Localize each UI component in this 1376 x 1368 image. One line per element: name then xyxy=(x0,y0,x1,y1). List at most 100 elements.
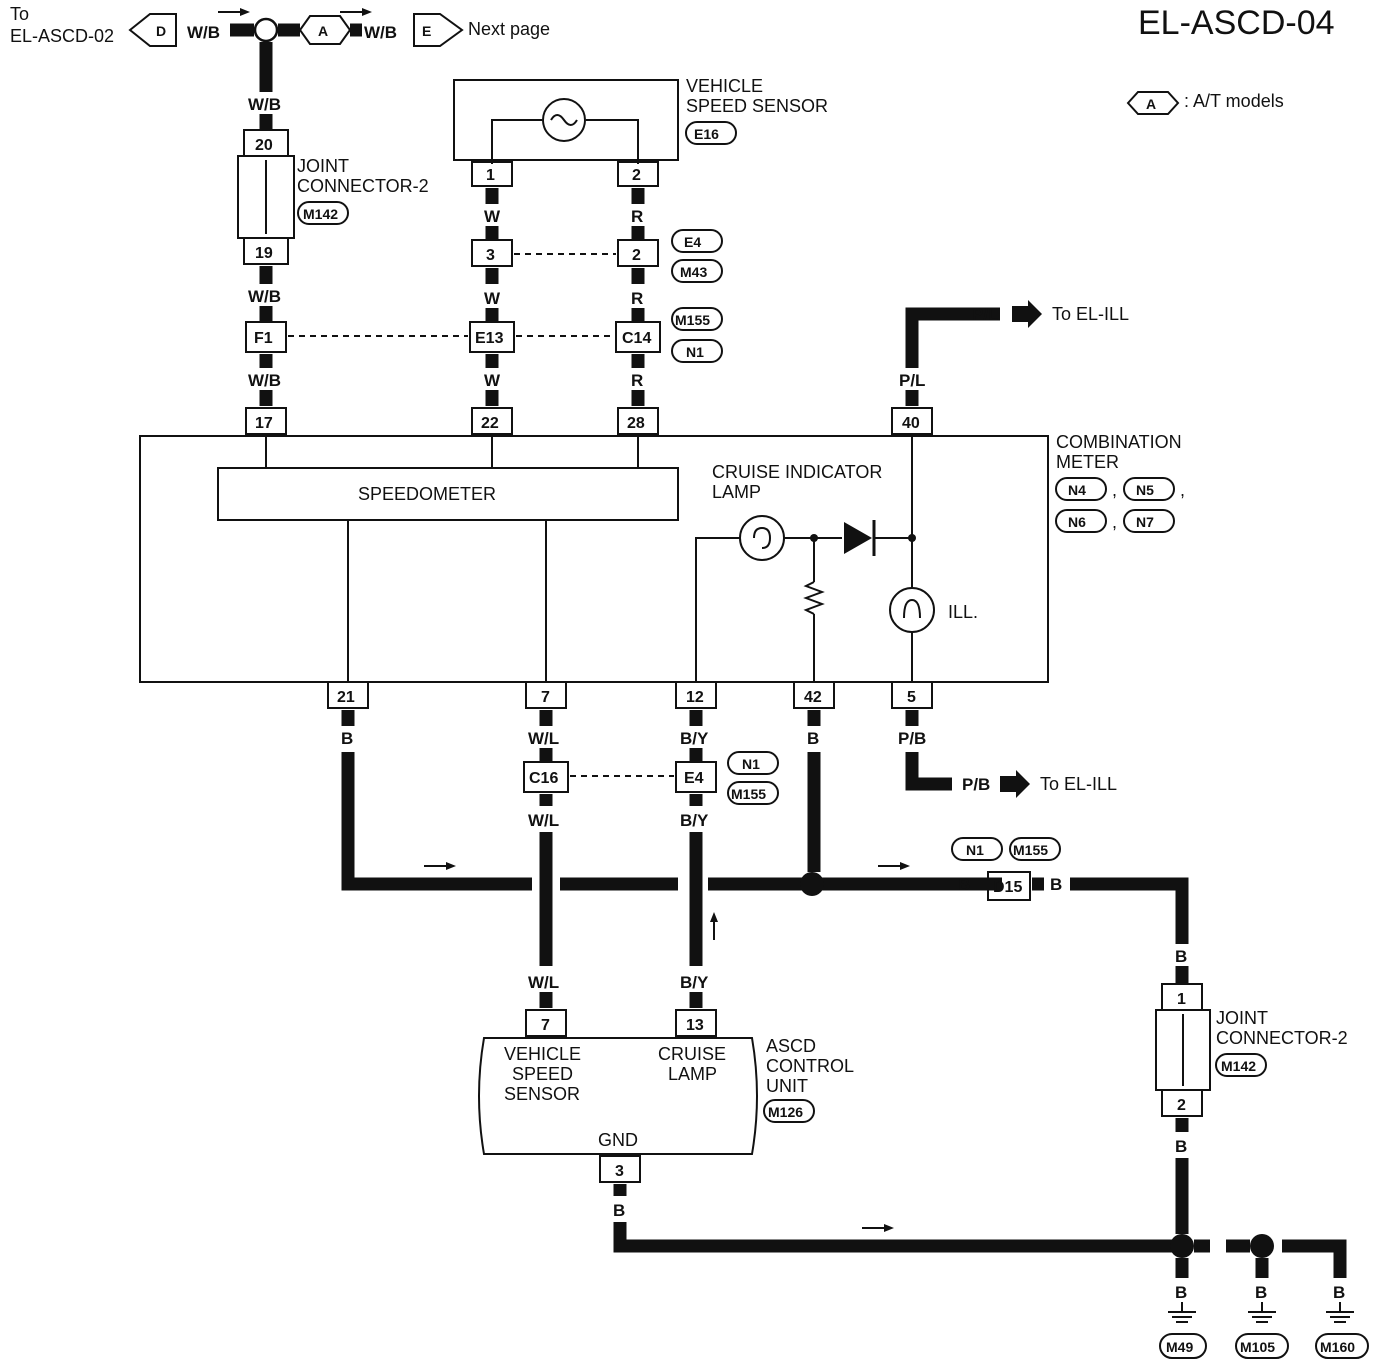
ascd-pin13-box xyxy=(675,1009,717,1037)
meter-pin12: 12 xyxy=(686,689,704,706)
vss-name2: SPEED SENSOR xyxy=(686,96,828,116)
wire-label: W/B xyxy=(248,371,281,390)
tag-m155-shape xyxy=(671,307,723,331)
wire-label: P/B xyxy=(898,729,926,748)
wire-label: P/B xyxy=(962,775,990,794)
ascd-pin7: 7 xyxy=(541,1017,550,1034)
meter-pin17-box xyxy=(245,407,287,435)
resistor-icon xyxy=(803,581,825,615)
tag-e4: E4 xyxy=(684,234,701,250)
conn-c14-box xyxy=(615,321,661,353)
meter-code-n7-shape xyxy=(1123,509,1175,533)
tag-d: D xyxy=(156,23,166,39)
ascd-code-shape xyxy=(763,1099,815,1123)
joint-bottom-code-shape xyxy=(1215,1053,1267,1077)
splice-b-meter xyxy=(800,872,824,896)
legend-tag-shape xyxy=(1126,91,1180,115)
joint-top-code: M142 xyxy=(303,206,338,222)
speedometer-label: SPEEDOMETER xyxy=(358,484,496,504)
wire-label: B/Y xyxy=(680,973,709,992)
wire-label: W/L xyxy=(528,973,559,992)
wire-b-gnd-route xyxy=(613,1222,1172,1253)
to-ill-top: To EL-ILL xyxy=(1052,304,1129,324)
meter-code-n4: N4 xyxy=(1068,482,1086,498)
meter-sep: , xyxy=(1112,480,1117,500)
tag-m43: M43 xyxy=(680,264,707,280)
tag-n1b-shape xyxy=(727,751,779,775)
arrow-head-b-3 xyxy=(884,1224,894,1232)
tag-m155b: M155 xyxy=(731,786,766,802)
wire-label: R xyxy=(631,371,643,390)
ascd-gnd: GND xyxy=(598,1130,638,1150)
joint-top-pin-box2 xyxy=(243,237,289,265)
conn-e4: E4 xyxy=(684,770,704,787)
tag-n1-shape xyxy=(671,339,723,363)
tag-m43-shape xyxy=(671,259,723,283)
conn-e4m43-right-box xyxy=(617,239,659,267)
tag-n1: N1 xyxy=(686,344,704,360)
to-target: EL-ASCD-02 xyxy=(10,26,114,46)
arrow-head-b-1 xyxy=(446,862,456,870)
tag-n1b: N1 xyxy=(742,756,760,772)
vss-name1: VEHICLE xyxy=(686,76,763,96)
arrow-to-ill-top xyxy=(1012,300,1042,328)
ascd-pin13: 13 xyxy=(686,1017,704,1034)
ascd-pin3: 3 xyxy=(615,1163,624,1180)
wire-wb-top-left: W/B xyxy=(187,23,220,42)
ascd-name3: UNIT xyxy=(766,1076,808,1096)
wire-label: P/L xyxy=(899,371,925,390)
tag-e: E xyxy=(422,23,431,39)
wire-label: W/L xyxy=(528,811,559,830)
meter-pin22-box xyxy=(471,407,513,435)
meter-code-n7: N7 xyxy=(1136,514,1154,530)
wire-label: B xyxy=(807,729,819,748)
meter-pin42-box xyxy=(793,681,835,709)
conn-d15-box xyxy=(987,871,1031,901)
ascd-vss3: SENSOR xyxy=(504,1084,580,1104)
vss-pin1: 1 xyxy=(486,167,495,184)
meter-code-n6-shape xyxy=(1055,509,1107,533)
ascd-vss1: VEHICLE xyxy=(504,1044,581,1064)
joint-top-pin19: 19 xyxy=(255,245,273,262)
joint-bottom-code: M142 xyxy=(1221,1058,1256,1074)
joint-top-name2: CONNECTOR-2 xyxy=(297,176,429,196)
tag-m155c-shape xyxy=(1009,837,1061,861)
conn-e13-box xyxy=(469,321,515,353)
conn-e4m43-right: 2 xyxy=(632,247,641,264)
joint-bottom-name2: CONNECTOR-2 xyxy=(1216,1028,1348,1048)
ascd-name2: CONTROL xyxy=(766,1056,854,1076)
ground-m49-shape xyxy=(1159,1333,1207,1359)
ascd-code: M126 xyxy=(768,1104,803,1120)
vss-ac-symbol xyxy=(542,98,586,142)
wire-label: W xyxy=(484,371,501,390)
vss-sine-icon xyxy=(550,114,578,126)
conn-e4m43-left: 3 xyxy=(486,247,495,264)
ascd-pin3-box xyxy=(599,1155,641,1183)
ground-m160-shape xyxy=(1315,1333,1369,1359)
diode-icon xyxy=(844,522,872,554)
vss-code: E16 xyxy=(694,126,719,142)
ground-m105-shape xyxy=(1235,1333,1289,1359)
wire-pl-route xyxy=(905,307,1000,368)
wire-b-ground-link3 xyxy=(1282,1239,1347,1278)
meter-pin7-box xyxy=(525,681,567,709)
page-title: EL-ASCD-04 xyxy=(1138,4,1335,42)
ascd-lamp1: CRUISE xyxy=(658,1044,726,1064)
meter-pin17: 17 xyxy=(255,415,273,432)
meter-sep: , xyxy=(1112,512,1117,532)
wire-label: W xyxy=(484,207,501,226)
meter-code-n5: N5 xyxy=(1136,482,1154,498)
wire-label: B/Y xyxy=(680,811,709,830)
tag-n1c: N1 xyxy=(966,842,984,858)
wire-label: B xyxy=(341,729,353,748)
meter-name1: COMBINATION xyxy=(1056,432,1182,452)
meter-code-n5-shape xyxy=(1123,477,1175,501)
cruise-label2: LAMP xyxy=(712,482,761,502)
tag-d-shape xyxy=(128,13,177,47)
ill-lamp-filament xyxy=(903,598,921,619)
ascd-lamp2: LAMP xyxy=(668,1064,717,1084)
wire-label: R xyxy=(631,207,643,226)
wire-label: W/B xyxy=(248,287,281,306)
wire-label: R xyxy=(631,289,643,308)
